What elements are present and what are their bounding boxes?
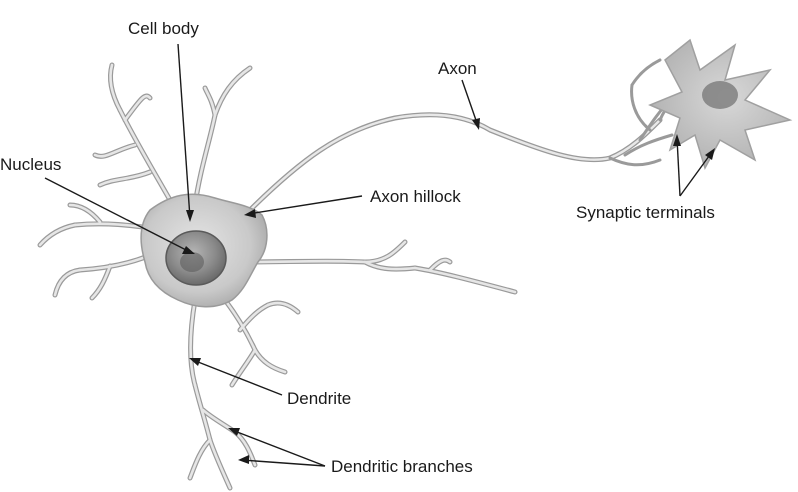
nucleus-shape [165,230,227,286]
nucleus-leader [44,177,191,253]
labels: Cell body Axon Nucleus Axon hillock Syna… [0,19,715,476]
label-nucleus: Nucleus [0,155,61,174]
dendrite-leader [192,359,283,396]
cell-body-arrowhead [186,210,194,222]
label-axon: Axon [438,59,477,78]
dendritic-branches-leader-lower [241,459,326,467]
dendritic-branches-arrowhead-upper [228,428,240,436]
label-axon-hillock: Axon hillock [370,187,461,206]
label-dendrite: Dendrite [287,389,351,408]
nucleus-arrowhead [182,246,195,254]
axon-hillock-arrowhead [244,209,256,218]
dendrites [37,62,518,491]
axon-arrowhead [472,118,480,130]
dendritic-branches-arrowhead-lower [238,455,249,464]
label-cell-body: Cell body [128,19,199,38]
label-synaptic-terminals: Synaptic terminals [576,203,715,222]
synaptic-leader-right [679,151,713,197]
synaptic-leader-left [676,137,681,197]
leader-lines [44,43,715,467]
dendritic-branches-leader-upper [231,429,326,467]
dendrite-arrowhead [189,358,201,366]
synaptic-arrowhead-right [705,148,715,160]
axon-leader [461,79,479,127]
cell-body-leader [177,43,191,219]
label-dendritic-branches: Dendritic branches [331,457,473,476]
neuron-illustration [37,38,793,491]
target-cell [648,38,793,170]
synaptic-arrowhead-left [673,134,681,146]
axon-hillock-leader [247,195,363,215]
